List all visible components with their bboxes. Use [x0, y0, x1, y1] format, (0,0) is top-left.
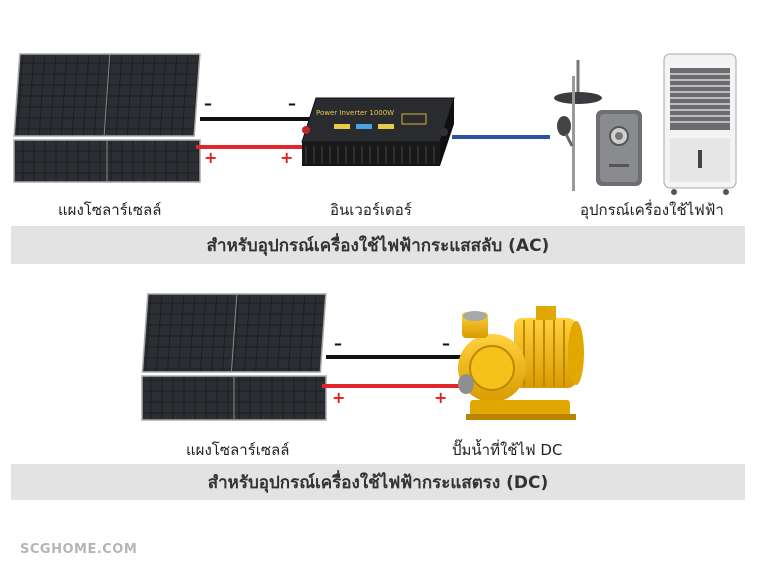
solar-panel-ac-icon [13, 53, 201, 183]
negative-wire-dc [326, 355, 466, 359]
positive-wire-dc [322, 384, 466, 388]
positive-sign-panel-dc: + [332, 388, 346, 407]
negative-wire-ac [200, 117, 310, 121]
appliance-label: อุปกรณ์เครื่องใช้ไฟฟ้า [580, 201, 724, 219]
dc-banner-text: สำหรับอุปกรณ์เครื่องใช้ไฟฟ้ากระแสตรง (DC… [207, 472, 549, 493]
brand-footer: SCGHOME.COM [20, 542, 138, 557]
solar-panel-label-ac: แผงโซลาร์เซลล์ [58, 201, 162, 219]
shower-icon [554, 60, 642, 191]
negative-sign-panel-ac: – [204, 94, 212, 113]
positive-sign-pump: + [434, 388, 448, 407]
positive-sign-panel-ac: + [204, 148, 218, 167]
positive-sign-inverter: + [280, 148, 294, 167]
air-cooler-icon [663, 53, 737, 195]
negative-sign-panel-dc: – [334, 334, 342, 353]
solar-panel-dc-icon [141, 293, 327, 421]
inverter-icon [301, 97, 455, 166]
ac-output-wire [452, 135, 550, 139]
positive-wire-ac [196, 145, 304, 149]
dc-banner: สำหรับอุปกรณ์เครื่องใช้ไฟฟ้ากระแสตรง (DC… [11, 464, 745, 500]
negative-sign-pump: – [442, 334, 450, 353]
inverter-label: อินเวอร์เตอร์ [330, 201, 412, 219]
negative-sign-inverter: – [288, 94, 296, 113]
water-pump-icon [458, 306, 584, 420]
ac-banner-text: สำหรับอุปกรณ์เครื่องใช้ไฟฟ้ากระแสสลับ (A… [206, 235, 550, 256]
pump-label: ปั๊มน้ำที่ใช้ไฟ DC [452, 441, 563, 459]
inverter-model-text: Power Inverter 1000W [316, 109, 395, 117]
ac-banner: สำหรับอุปกรณ์เครื่องใช้ไฟฟ้ากระแสสลับ (A… [11, 226, 745, 264]
solar-panel-label-dc: แผงโซลาร์เซลล์ [186, 441, 290, 459]
